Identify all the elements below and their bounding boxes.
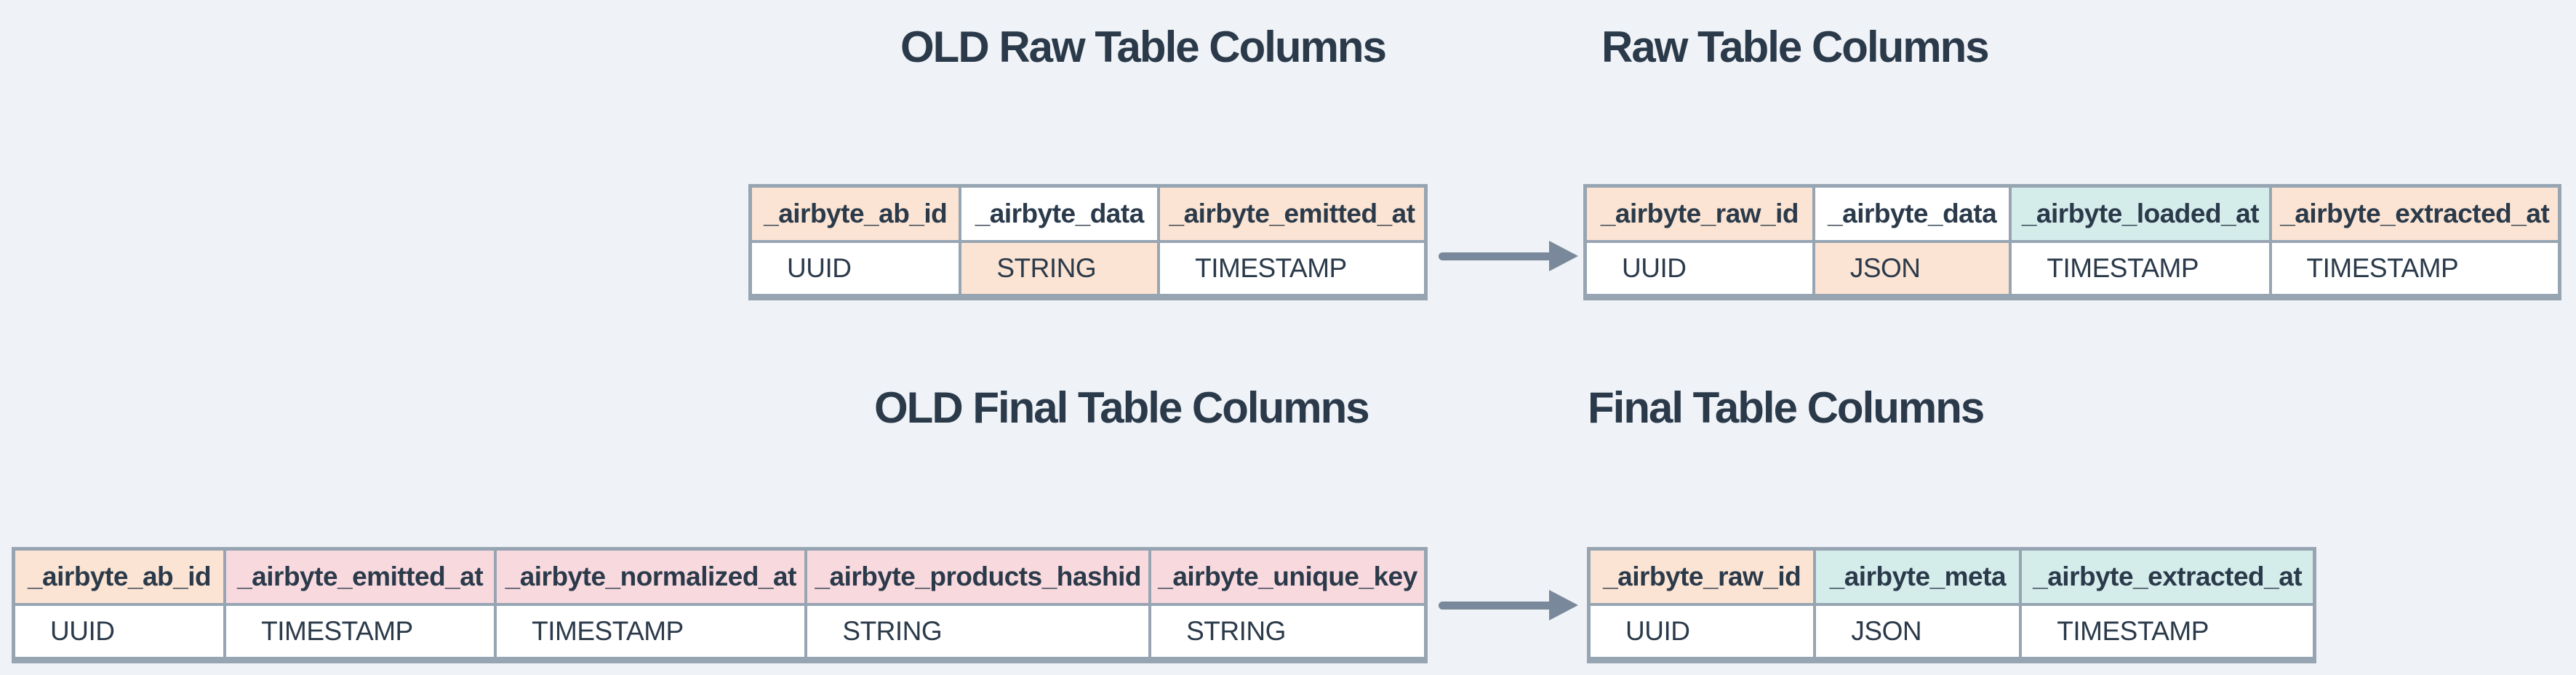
section-title-raw: Raw Table Columns [1601, 23, 1990, 71]
column-type: STRING [1151, 606, 1424, 657]
column-type: UUID [752, 243, 959, 294]
column-header: _airbyte_data [1815, 188, 2009, 240]
column-header: _airbyte_normalized_at [497, 551, 805, 603]
arrow-shaft [1439, 252, 1552, 260]
section-title-old-raw: OLD Raw Table Columns [900, 23, 1387, 71]
arrow-head [1549, 590, 1578, 620]
column-type: STRING [961, 243, 1158, 294]
column-header: _airbyte_emitted_at [226, 551, 495, 603]
arrow-head [1549, 241, 1578, 271]
column-type: TIMESTAMP [2012, 243, 2269, 294]
column-type: UUID [1591, 606, 1814, 657]
arrow-shaft [1439, 601, 1552, 610]
arrow-right-icon [1439, 589, 1578, 621]
column-type: JSON [1816, 606, 2020, 657]
table-old-final: _airbyte_ab_id _airbyte_emitted_at _airb… [12, 547, 1428, 663]
column-header: _airbyte_data [961, 188, 1158, 240]
table-old-raw: _airbyte_ab_id _airbyte_data _airbyte_em… [748, 184, 1428, 300]
column-header: _airbyte_unique_key [1151, 551, 1424, 603]
table-raw: _airbyte_raw_id _airbyte_data _airbyte_l… [1583, 184, 2561, 300]
column-type: UUID [15, 606, 224, 657]
column-header: _airbyte_raw_id [1587, 188, 1812, 240]
column-header: _airbyte_ab_id [15, 551, 224, 603]
column-header: _airbyte_meta [1816, 551, 2020, 603]
table-final: _airbyte_raw_id _airbyte_meta _airbyte_e… [1587, 547, 2316, 663]
column-type: TIMESTAMP [2022, 606, 2313, 657]
arrow-right-icon [1439, 240, 1578, 272]
column-header: _airbyte_raw_id [1591, 551, 1814, 603]
column-header: _airbyte_emitted_at [1160, 188, 1424, 240]
column-header: _airbyte_extracted_at [2022, 551, 2313, 603]
column-header: _airbyte_ab_id [752, 188, 959, 240]
section-title-final: Final Table Columns [1588, 383, 1985, 432]
column-header: _airbyte_extracted_at [2271, 188, 2558, 240]
column-type: STRING [807, 606, 1149, 657]
column-type: JSON [1815, 243, 2009, 294]
column-type: TIMESTAMP [226, 606, 495, 657]
column-type: UUID [1587, 243, 1812, 294]
column-type: TIMESTAMP [497, 606, 805, 657]
column-header: _airbyte_products_hashid [807, 551, 1149, 603]
column-type: TIMESTAMP [1160, 243, 1424, 294]
column-type: TIMESTAMP [2271, 243, 2558, 294]
section-title-old-final: OLD Final Table Columns [874, 383, 1370, 432]
column-header: _airbyte_loaded_at [2012, 188, 2269, 240]
